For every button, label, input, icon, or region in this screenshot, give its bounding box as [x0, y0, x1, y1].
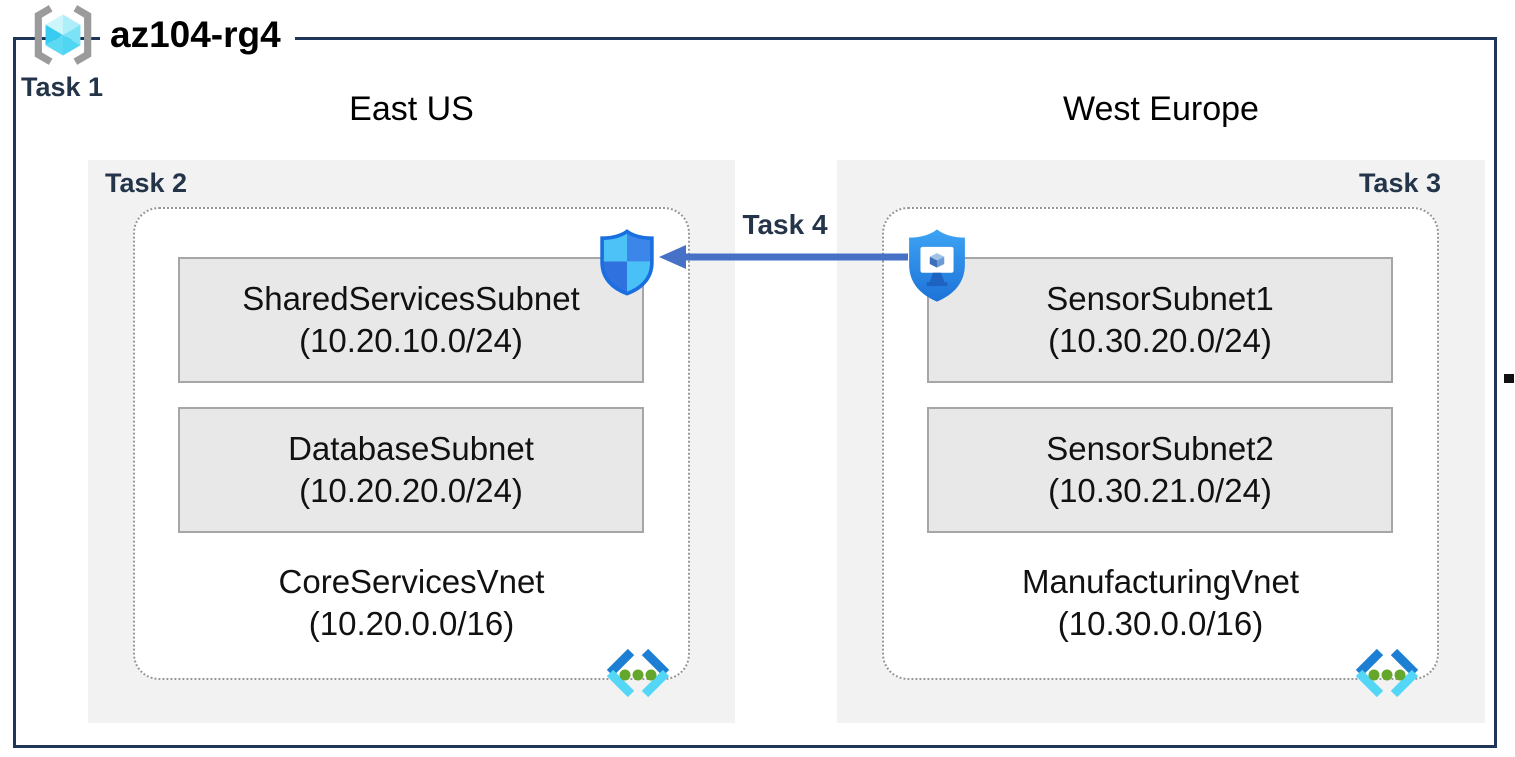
subnet-name: SensorSubnet1 [1046, 280, 1274, 317]
peering-arrow [659, 245, 908, 269]
virtual-network-icon [606, 648, 670, 698]
region-name-west-europe: West Europe [1063, 90, 1259, 128]
subnet-cidr: (10.20.20.0/24) [299, 472, 523, 509]
resource-group-boundary [13, 37, 1497, 748]
core-services-vnet-container: SharedServicesSubnet (10.20.10.0/24) Dat… [133, 207, 690, 698]
task3-label: Task 3 [1358, 168, 1441, 198]
resource-group-icon [34, 5, 92, 65]
resource-group-title: az104-rg4 [100, 6, 295, 64]
vnet-name: ManufacturingVnet [1021, 563, 1299, 600]
vnet-cidr: (10.20.0.0/16) [308, 605, 515, 642]
subnet-cidr: (10.20.10.0/24) [299, 322, 523, 359]
subnet-cidr: (10.30.20.0/24) [1048, 322, 1272, 359]
resource-group-header: az104-rg4 [26, 4, 295, 66]
sensor-subnet1-box: SensorSubnet1 (10.30.20.0/24) [927, 257, 1393, 383]
network-security-group-shield-icon [600, 229, 654, 296]
manufacturing-vnet-container: SensorSubnet1 (10.30.20.0/24) SensorSubn… [882, 207, 1439, 698]
vnet-label: CoreServicesVnet (10.20.0.0/16) [135, 561, 688, 645]
subnet-name: SensorSubnet2 [1046, 430, 1274, 467]
region-name-east-us: East US [349, 90, 474, 128]
subnet-name: SharedServicesSubnet [242, 280, 580, 317]
vnet-name: CoreServicesVnet [278, 563, 545, 600]
task1-label: Task 1 [21, 72, 104, 102]
subnet-cidr: (10.30.21.0/24) [1048, 472, 1272, 509]
defender-sensor-shield-monitor-icon [909, 229, 965, 302]
task4-label: Task 4 [742, 209, 828, 240]
database-subnet-box: DatabaseSubnet (10.20.20.0/24) [178, 407, 644, 533]
region-box-east-us: Task 2 SharedServicesSubnet (10.20.10.0/… [88, 160, 735, 723]
task2-label: Task 2 [105, 168, 188, 198]
shared-services-subnet-box: SharedServicesSubnet (10.20.10.0/24) [178, 257, 644, 383]
subnet-name: DatabaseSubnet [288, 430, 534, 467]
vnet-cidr: (10.30.0.0/16) [1057, 605, 1264, 642]
sensor-subnet2-box: SensorSubnet2 (10.30.21.0/24) [927, 407, 1393, 533]
edge-tick-mark [1504, 374, 1514, 383]
vnet-label: ManufacturingVnet (10.30.0.0/16) [884, 561, 1437, 645]
virtual-network-icon [1355, 648, 1419, 698]
